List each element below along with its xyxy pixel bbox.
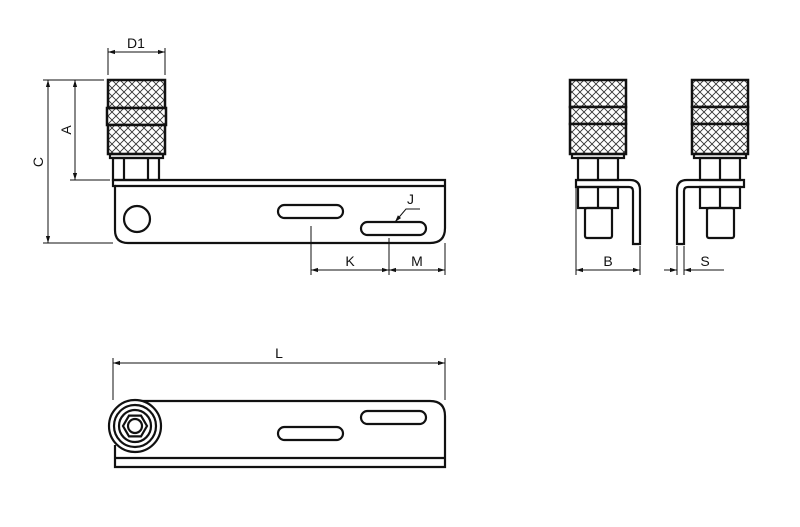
dimension-s-label: S <box>700 253 709 269</box>
slot-2 <box>359 220 428 237</box>
dimension-j-label: J <box>407 191 414 207</box>
top-view: L <box>107 345 447 469</box>
dimension-k-label: K <box>345 253 355 269</box>
slot-1 <box>276 203 345 220</box>
knurled-knob <box>105 78 168 160</box>
bracket-body <box>111 178 447 245</box>
dimension-b-label: B <box>603 253 612 269</box>
side-view-b: B <box>568 78 642 275</box>
pivot-hole <box>122 204 152 234</box>
dimension-m-label: M <box>411 253 423 269</box>
side-view-s: S <box>664 78 750 275</box>
dimension-l-label: L <box>275 345 283 361</box>
dimension-c-label: C <box>30 157 46 167</box>
dimension-d1-label: D1 <box>127 35 145 51</box>
front-view: D1 C A K M J <box>30 35 447 275</box>
hex-nut <box>111 156 161 182</box>
knob-top <box>107 398 163 454</box>
dimension-a-label: A <box>58 125 74 135</box>
